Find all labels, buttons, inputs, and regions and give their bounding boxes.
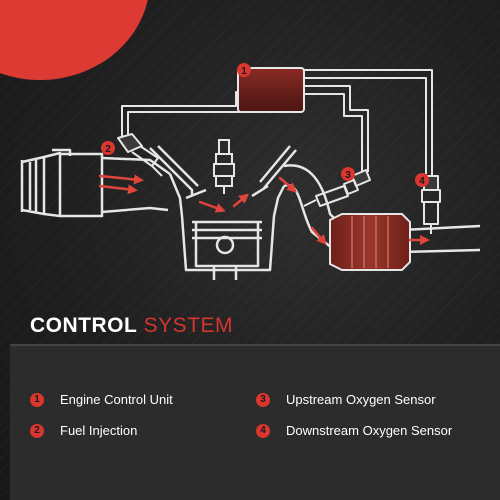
marker-2: 2 — [101, 141, 115, 155]
title-system: SYSTEM — [143, 314, 234, 337]
legend-label: Downstream Oxygen Sensor — [286, 423, 453, 438]
ecu-box — [237, 67, 305, 113]
legend-number-badge: 4 — [256, 423, 270, 438]
marker-1-label: 1 — [241, 66, 247, 77]
title-divider — [10, 344, 500, 346]
legend-number-badge: 2 — [30, 423, 44, 438]
legend-item-downstream-sensor: 4 Downstream Oxygen Sensor — [256, 423, 452, 438]
diagram-title: CONTROL SYSTEM — [30, 314, 233, 338]
flow-arrows — [98, 174, 430, 246]
air-flow-meter — [20, 148, 104, 218]
upstream-oxygen-sensor — [303, 169, 371, 207]
legend-number-badge: 3 — [256, 392, 270, 407]
legend-label: Engine Control Unit — [60, 392, 173, 407]
marker-4-label: 4 — [419, 176, 425, 187]
cylinder-head — [149, 145, 297, 272]
marker-1: 1 — [237, 63, 251, 77]
title-control: CONTROL — [30, 314, 138, 337]
legend-item-fuel-injection: 2 Fuel Injection — [30, 423, 137, 438]
engine-control-diagram: 1 2 3 4 — [20, 63, 481, 280]
legend-item-ecu: 1 Engine Control Unit — [30, 392, 173, 407]
marker-3-label: 3 — [345, 170, 351, 181]
legend-panel: 1 Engine Control Unit 2 Fuel Injection 3… — [10, 346, 500, 500]
marker-2-label: 2 — [105, 144, 111, 155]
catalytic-converter — [329, 213, 411, 271]
spark-plug — [213, 139, 235, 194]
legend-label: Upstream Oxygen Sensor — [286, 392, 436, 407]
fuel-injector — [117, 133, 163, 177]
legend-item-upstream-sensor: 3 Upstream Oxygen Sensor — [256, 392, 436, 407]
intake-runner — [101, 156, 171, 214]
legend-number-badge: 1 — [30, 392, 44, 407]
marker-3: 3 — [341, 167, 355, 181]
marker-4: 4 — [415, 173, 429, 187]
legend-label: Fuel Injection — [60, 423, 138, 438]
piston — [192, 220, 262, 280]
